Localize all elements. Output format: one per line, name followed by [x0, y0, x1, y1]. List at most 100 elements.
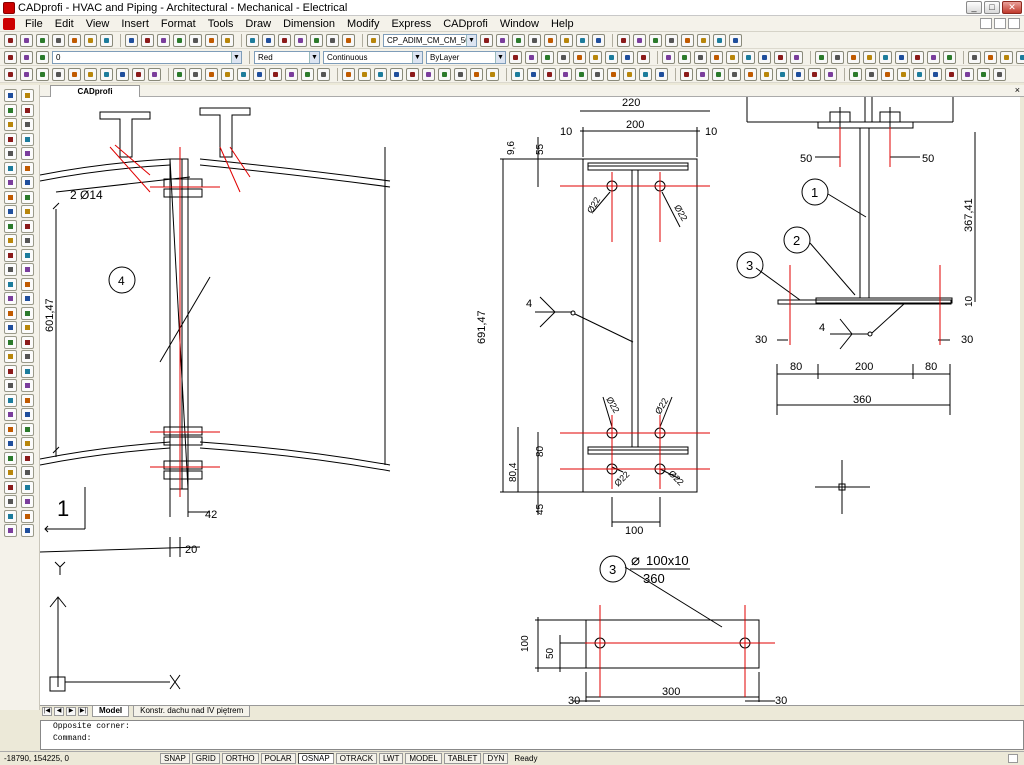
tab-cadprofi[interactable]: CADprofi [50, 85, 140, 97]
menu-cadprofi[interactable]: CADprofi [443, 17, 488, 30]
menu-modify[interactable]: Modify [347, 17, 380, 30]
toolbar-tool-icon[interactable] [100, 67, 113, 81]
toolbar-tool-icon[interactable] [617, 33, 630, 47]
toolbar-tool-icon[interactable] [607, 67, 620, 81]
toolbar-tool-icon[interactable] [511, 67, 524, 81]
toolbar-tool-icon[interactable] [262, 33, 275, 47]
osnap-toggle[interactable]: OSNAP [297, 753, 334, 764]
draw-tool-icon[interactable] [4, 277, 17, 291]
tray-settings-icon[interactable] [1008, 754, 1018, 763]
draw-tool-icon[interactable] [21, 335, 34, 349]
toolbar-tool-icon[interactable] [977, 67, 990, 81]
tab-model[interactable]: Model [92, 706, 130, 717]
draw-tool-icon[interactable] [21, 509, 34, 523]
draw-tool-icon[interactable] [4, 176, 17, 189]
snap-toggle[interactable]: SNAP [160, 753, 190, 764]
draw-tool-icon[interactable] [4, 263, 17, 276]
toolbar-tool-icon[interactable] [662, 50, 675, 64]
toolbar-tool-icon[interactable] [68, 33, 81, 47]
draw-tool-icon[interactable] [4, 234, 17, 247]
toolbar-tool-icon[interactable] [326, 33, 339, 47]
drawing-canvas[interactable]: 2 Ø14 4 601,47 42 20 1 220 200 10 10 9,6… [40, 97, 1020, 705]
close-button[interactable]: ✕ [1002, 1, 1022, 14]
doc-restore-button[interactable] [994, 18, 1006, 29]
toolbar-tool-icon[interactable] [269, 67, 282, 81]
draw-tool-icon[interactable] [21, 219, 34, 233]
toolbar-tool-icon[interactable] [865, 67, 878, 81]
menu-format[interactable]: Format [160, 17, 196, 30]
toolbar-tool-icon[interactable] [694, 50, 707, 64]
draw-tool-icon[interactable] [4, 350, 17, 363]
toolbar-tool-icon[interactable] [173, 67, 186, 81]
toolbar-tool-icon[interactable] [927, 50, 940, 64]
toolbar-tool-icon[interactable] [776, 67, 789, 81]
draw-tool-icon[interactable] [4, 147, 17, 160]
toolbar-tool-icon[interactable] [4, 33, 17, 47]
toolbar-tool-icon[interactable] [824, 67, 837, 81]
toolbar-tool-icon[interactable] [637, 50, 650, 64]
tablet-toggle[interactable]: TABLET [443, 753, 482, 764]
draw-tool-icon[interactable] [4, 466, 17, 479]
toolbar-tool-icon[interactable] [760, 67, 773, 81]
draw-tool-icon[interactable] [4, 495, 17, 508]
toolbar-tool-icon[interactable] [726, 50, 739, 64]
toolbar-tool-icon[interactable] [390, 67, 403, 81]
toolbar-tool-icon[interactable] [681, 33, 694, 47]
toolbar-tool-icon[interactable] [649, 33, 662, 47]
draw-tool-icon[interactable] [21, 176, 34, 189]
draw-tool-icon[interactable] [4, 393, 17, 407]
draw-tool-icon[interactable] [21, 306, 34, 320]
toolbar-tool-icon[interactable] [20, 67, 33, 81]
menu-help[interactable]: Help [550, 17, 574, 30]
draw-tool-icon[interactable] [4, 306, 17, 320]
draw-tool-icon[interactable] [21, 524, 34, 537]
toolbar-tool-icon[interactable] [52, 33, 65, 47]
draw-tool-icon[interactable] [4, 451, 17, 465]
toolbar-tool-icon[interactable] [294, 33, 307, 47]
toolbar-tool-icon[interactable] [895, 50, 908, 64]
toolbar-tool-icon[interactable] [52, 67, 65, 81]
draw-tool-icon[interactable] [21, 89, 34, 102]
toolbar-tool-icon[interactable] [792, 67, 805, 81]
draw-tool-icon[interactable] [21, 495, 34, 508]
dyn-toggle[interactable]: DYN [483, 753, 509, 764]
draw-tool-icon[interactable] [21, 248, 34, 262]
chevron-down-icon[interactable]: ▼ [231, 51, 241, 63]
toolbar-tool-icon[interactable] [221, 67, 234, 81]
toolbar-tool-icon[interactable] [815, 50, 828, 64]
toolbar-tool-icon[interactable] [189, 67, 202, 81]
draw-tool-icon[interactable] [21, 422, 34, 436]
draw-tool-icon[interactable] [21, 321, 34, 334]
prev-tab-icon[interactable]: ◀ [54, 707, 64, 716]
draw-tool-icon[interactable] [4, 89, 17, 102]
toolbar-tool-icon[interactable] [911, 50, 924, 64]
toolbar-tool-icon[interactable] [132, 67, 145, 81]
draw-tool-icon[interactable] [21, 292, 34, 305]
toolbar-tool-icon[interactable] [246, 33, 259, 47]
toolbar-tool-icon[interactable] [173, 33, 186, 47]
toolbar-tool-icon[interactable] [68, 67, 81, 81]
toolbar-tool-icon[interactable] [509, 50, 522, 64]
toolbar-tool-icon[interactable] [849, 67, 862, 81]
draw-tool-icon[interactable] [21, 190, 34, 204]
draw-tool-icon[interactable] [21, 161, 34, 175]
toolbar-tool-icon[interactable] [310, 33, 323, 47]
toolbar-tool-icon[interactable] [961, 67, 974, 81]
color-combo[interactable]: Red▼ [254, 50, 320, 64]
toolbar-tool-icon[interactable] [525, 50, 538, 64]
draw-tool-icon[interactable] [4, 132, 17, 146]
draw-tool-icon[interactable] [21, 103, 34, 117]
layer-combo[interactable]: 0▼ [52, 50, 242, 64]
toolbar-tool-icon[interactable] [774, 50, 787, 64]
toolbar-tool-icon[interactable] [697, 33, 710, 47]
draw-tool-icon[interactable] [21, 451, 34, 465]
draw-tool-icon[interactable] [21, 147, 34, 160]
draw-tool-icon[interactable] [21, 132, 34, 146]
toolbar-tool-icon[interactable] [559, 67, 572, 81]
draw-tool-icon[interactable] [4, 422, 17, 436]
polar-toggle[interactable]: POLAR [260, 753, 296, 764]
toolbar-tool-icon[interactable] [125, 33, 138, 47]
toolbar-tool-icon[interactable] [592, 33, 605, 47]
toolbar-tool-icon[interactable] [560, 33, 573, 47]
toolbar-tool-icon[interactable] [1016, 50, 1024, 64]
